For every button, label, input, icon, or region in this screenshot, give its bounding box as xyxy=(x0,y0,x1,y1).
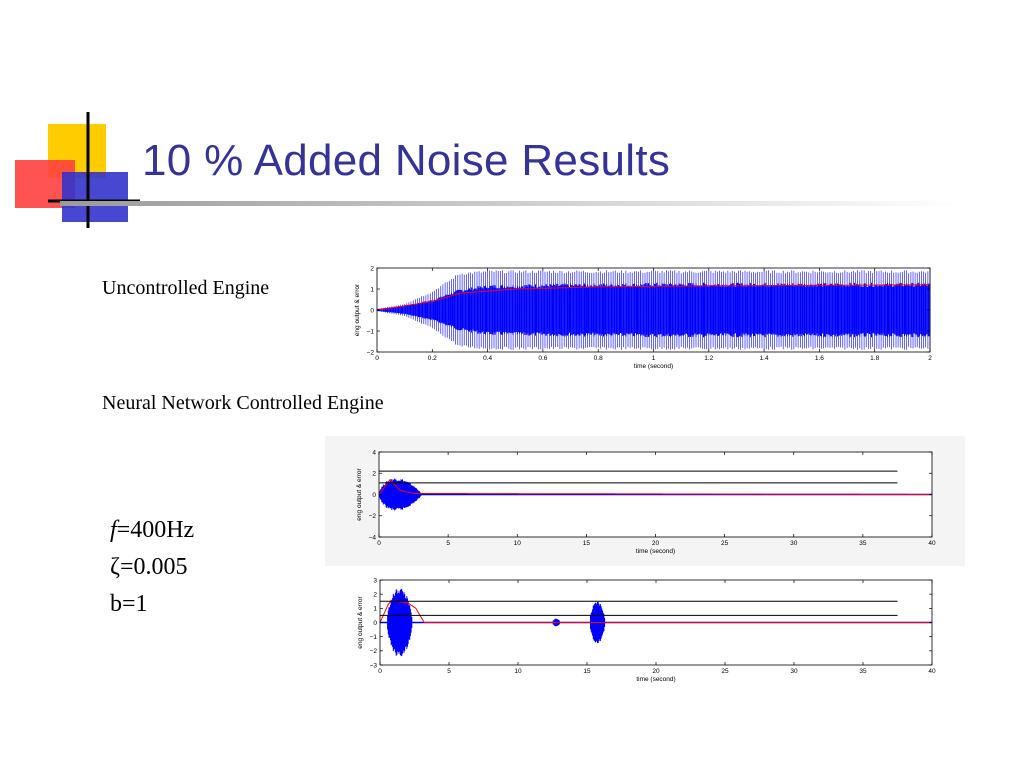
y-tick-label: −3 xyxy=(370,662,378,669)
param-frequency: f=400Hz xyxy=(110,512,194,549)
x-tick-label: 35 xyxy=(859,540,867,547)
y-tick-label: −1 xyxy=(370,634,378,641)
nn-controlled-engine-label: Neural Network Controlled Engine xyxy=(102,392,384,414)
signal-spikes xyxy=(376,270,931,350)
y-axis-label: eng output & error xyxy=(354,283,361,336)
y-tick-label: 2 xyxy=(373,591,377,598)
x-tick-label: 35 xyxy=(859,668,867,675)
y-tick-label: 1 xyxy=(370,286,374,293)
y-axis-label: eng output & error xyxy=(356,467,363,520)
y-tick-label: −4 xyxy=(369,534,377,541)
y-tick-label: 1 xyxy=(373,606,377,613)
x-tick-label: 10 xyxy=(514,540,522,547)
param-frequency-value: =400Hz xyxy=(116,517,195,543)
x-tick-label: 40 xyxy=(928,668,936,675)
nn-controlled-plot-1: 0 5 10 15 20 25 30 35 40 −4 −2 0 2 4 time (second) eng … xyxy=(325,436,965,566)
logo-blue-square xyxy=(62,172,128,222)
signal-burst xyxy=(387,588,413,657)
x-tick-label: 30 xyxy=(790,540,798,547)
uncontrolled-engine-plot: 0 0.2 0.4 0.6 0.8 1 1.2 1.4 1.6 1.8 2 −2 −1 0 1 2 time (… xyxy=(340,255,940,375)
y-tick-label: 0 xyxy=(370,307,374,314)
y-tick-label: 3 xyxy=(373,577,377,584)
y-tick-label: −2 xyxy=(369,513,377,520)
x-tick-label: 0.4 xyxy=(483,355,492,362)
parameter-list: f=400Hz ζ=0.005 b=1 xyxy=(110,512,194,623)
x-tick-label: 25 xyxy=(721,540,729,547)
x-tick-label: 0.2 xyxy=(428,355,437,362)
x-axis-label: time (second) xyxy=(636,676,675,683)
x-tick-label: 25 xyxy=(721,668,729,675)
y-tick-label: −2 xyxy=(370,648,378,655)
reference-line xyxy=(379,600,932,623)
x-tick-label: 0.6 xyxy=(538,355,547,362)
x-tick-label: 0.8 xyxy=(594,355,603,362)
title-underline xyxy=(60,201,960,206)
y-tick-label: 0 xyxy=(373,620,377,627)
y-tick-label: −2 xyxy=(367,349,375,356)
x-tick-label: 15 xyxy=(583,668,591,675)
signal-trace xyxy=(376,270,931,350)
x-tick-label: 1.4 xyxy=(760,355,769,362)
param-frequency-symbol: f xyxy=(110,517,117,543)
y-tick-label: −1 xyxy=(367,328,375,335)
param-damping: ζ=0.005 xyxy=(110,554,188,580)
x-tick-label: 40 xyxy=(928,540,936,547)
signal-burst xyxy=(379,478,422,511)
y-axis-label: eng output & error xyxy=(357,595,364,648)
x-axis-label: time (second) xyxy=(636,548,675,555)
x-tick-label: 10 xyxy=(514,668,522,675)
param-b: b=1 xyxy=(110,591,148,617)
x-tick-label: 5 xyxy=(446,540,450,547)
x-tick-label: 2 xyxy=(928,355,932,362)
slide-title: 10 % Added Noise Results xyxy=(142,136,671,185)
y-tick-label: 2 xyxy=(372,471,376,478)
reference-line xyxy=(378,478,932,495)
nn-controlled-plot-2: 0 5 10 15 20 25 30 35 40 −3 −2 −1 0 1 2 3 time (second) e… xyxy=(340,572,960,690)
x-axis-label: time (second) xyxy=(634,363,673,370)
x-tick-label: 1.2 xyxy=(704,355,713,362)
x-tick-label: 0 xyxy=(375,355,379,362)
uncontrolled-engine-label: Uncontrolled Engine xyxy=(102,277,270,299)
y-tick-label: 4 xyxy=(372,449,376,456)
x-tick-label: 1 xyxy=(652,355,656,362)
reference-line xyxy=(376,284,930,311)
x-tick-label: 1.8 xyxy=(870,355,879,362)
x-tick-label: 20 xyxy=(652,668,660,675)
x-tick-label: 30 xyxy=(790,668,798,675)
x-tick-label: 0 xyxy=(378,668,382,675)
x-tick-label: 20 xyxy=(652,540,660,547)
x-tick-label: 0 xyxy=(377,540,381,547)
y-tick-label: 0 xyxy=(372,492,376,499)
x-tick-label: 15 xyxy=(583,540,591,547)
y-tick-label: 2 xyxy=(370,265,374,272)
x-tick-label: 5 xyxy=(447,668,451,675)
x-tick-label: 1.6 xyxy=(815,355,824,362)
